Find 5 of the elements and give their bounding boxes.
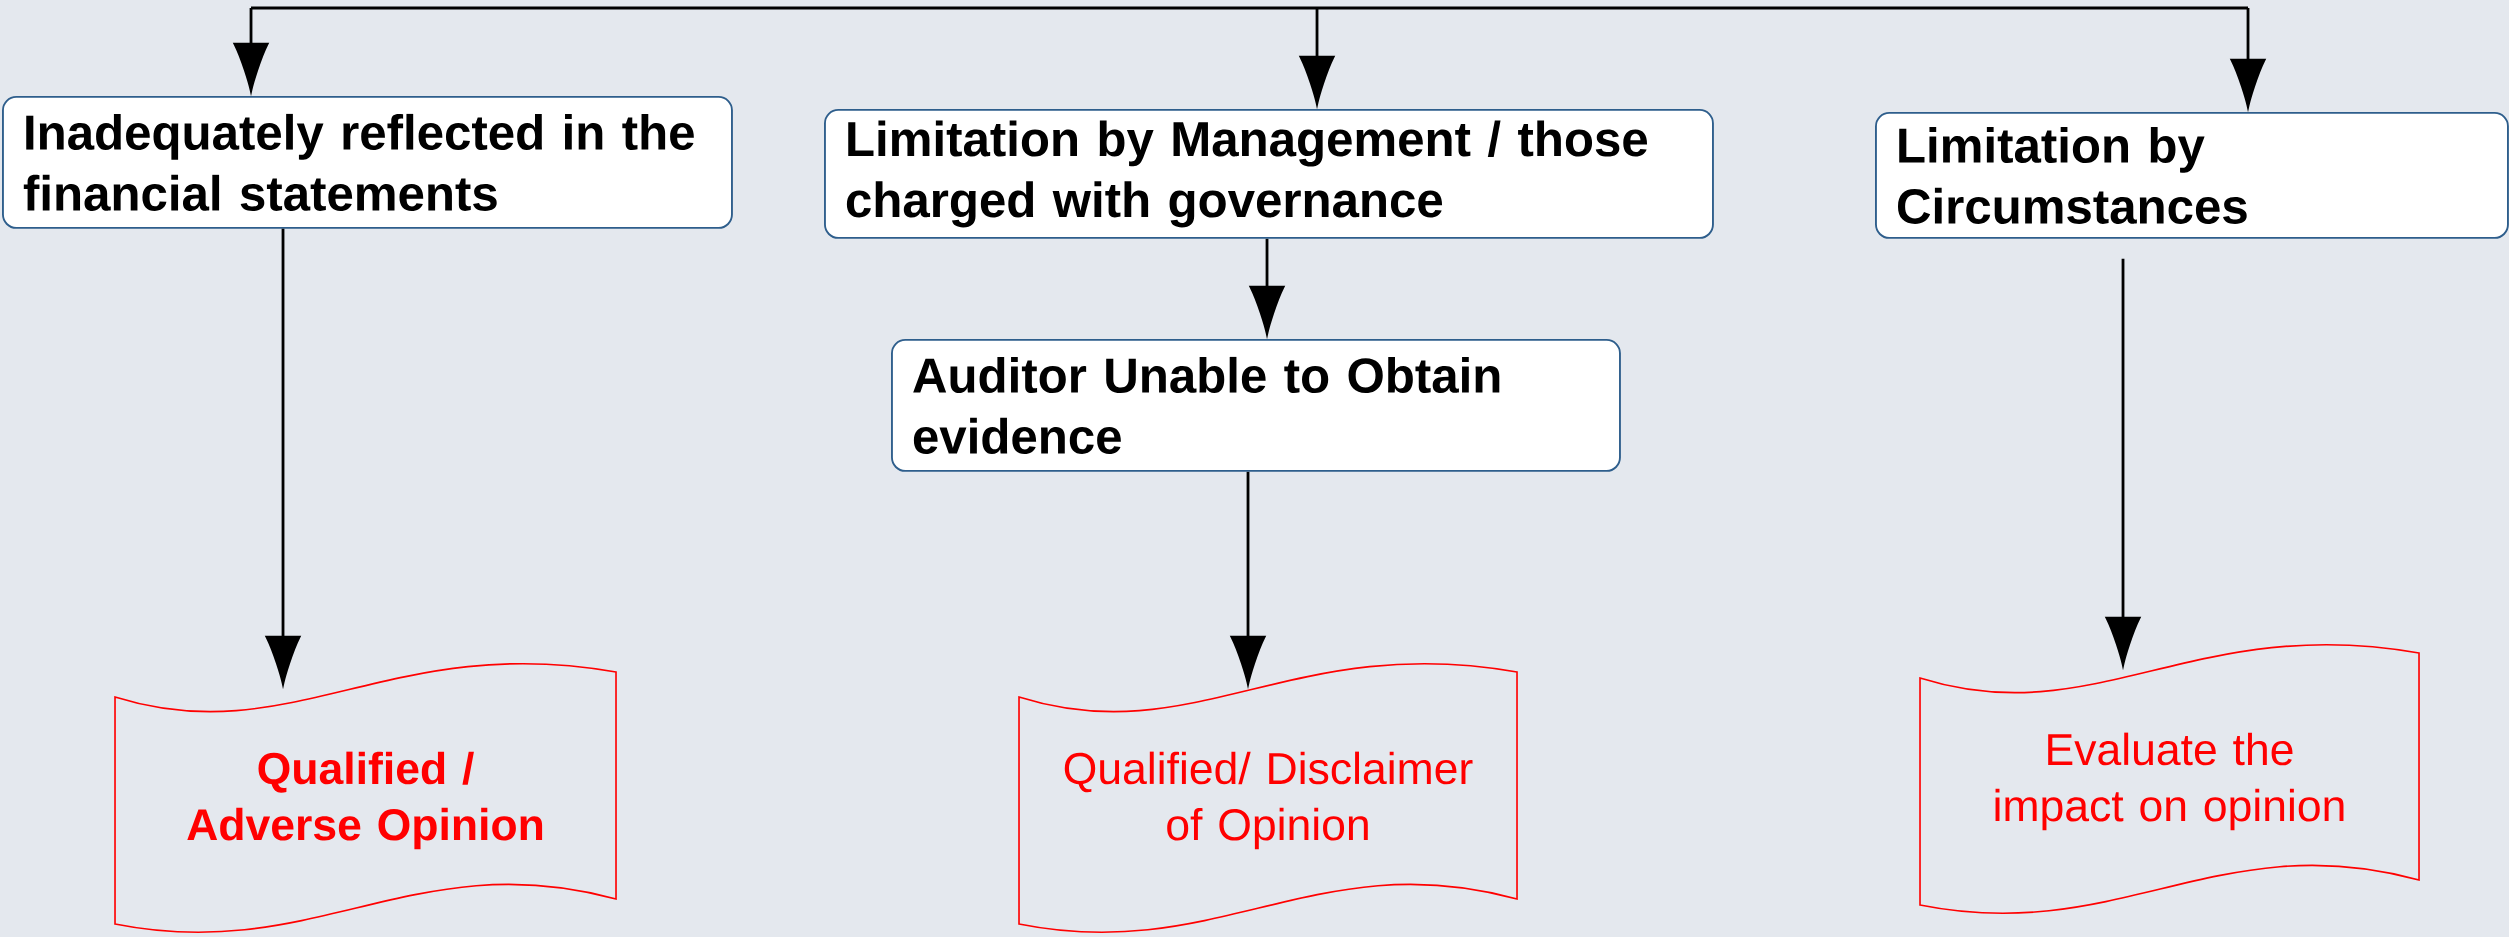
process-box: Limitation by Management / those charged with governance: [824, 109, 1714, 239]
process-box: Auditor Unable to Obtain evidence: [891, 339, 1621, 472]
process-box: Inadequately reflected in the financial statements: [2, 96, 733, 229]
connector-line: [251, 6, 2248, 10]
process-box: Limitation by Circumstances: [1875, 112, 2509, 239]
